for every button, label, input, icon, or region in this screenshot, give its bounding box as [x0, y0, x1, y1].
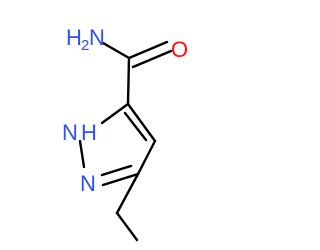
bond-amide-n-c	[101, 41, 131, 60]
amide-subscript-text: 2	[81, 37, 89, 54]
bond-n1-n2	[78, 139, 86, 169]
bond-ch2-ch3	[115, 211, 139, 242]
bond-n2-c3-2	[100, 164, 133, 177]
bond-carbonyl-ring	[126, 56, 131, 106]
molecule-structure: H 2 N O N H N	[62, 25, 188, 242]
bond-c-o-1	[127, 40, 169, 60]
ring-nh-h-text: H	[81, 120, 97, 145]
structure-canvas: H 2 N O N H N	[62, 25, 189, 242]
bond-c-o-2	[131, 49, 173, 69]
amide-h-text: H	[66, 25, 82, 50]
bond-lines	[78, 40, 173, 242]
ring-nh-n-text: N	[62, 120, 78, 145]
bond-c4-c5-1	[126, 102, 157, 143]
bond-c5-n1	[100, 102, 130, 125]
bond-c3-c4	[136, 139, 157, 176]
carbonyl-oxygen-label: O	[171, 37, 188, 62]
amide-n-text: N	[89, 25, 105, 50]
amide-nh2-label: H 2 N	[66, 25, 105, 54]
ring-n-label: N	[80, 171, 96, 196]
ring-nh-label: N H	[62, 120, 97, 145]
bond-c3-ch2	[115, 172, 140, 215]
bond-n2-c3-1	[101, 172, 140, 187]
bond-c4-c5-2	[123, 111, 148, 142]
